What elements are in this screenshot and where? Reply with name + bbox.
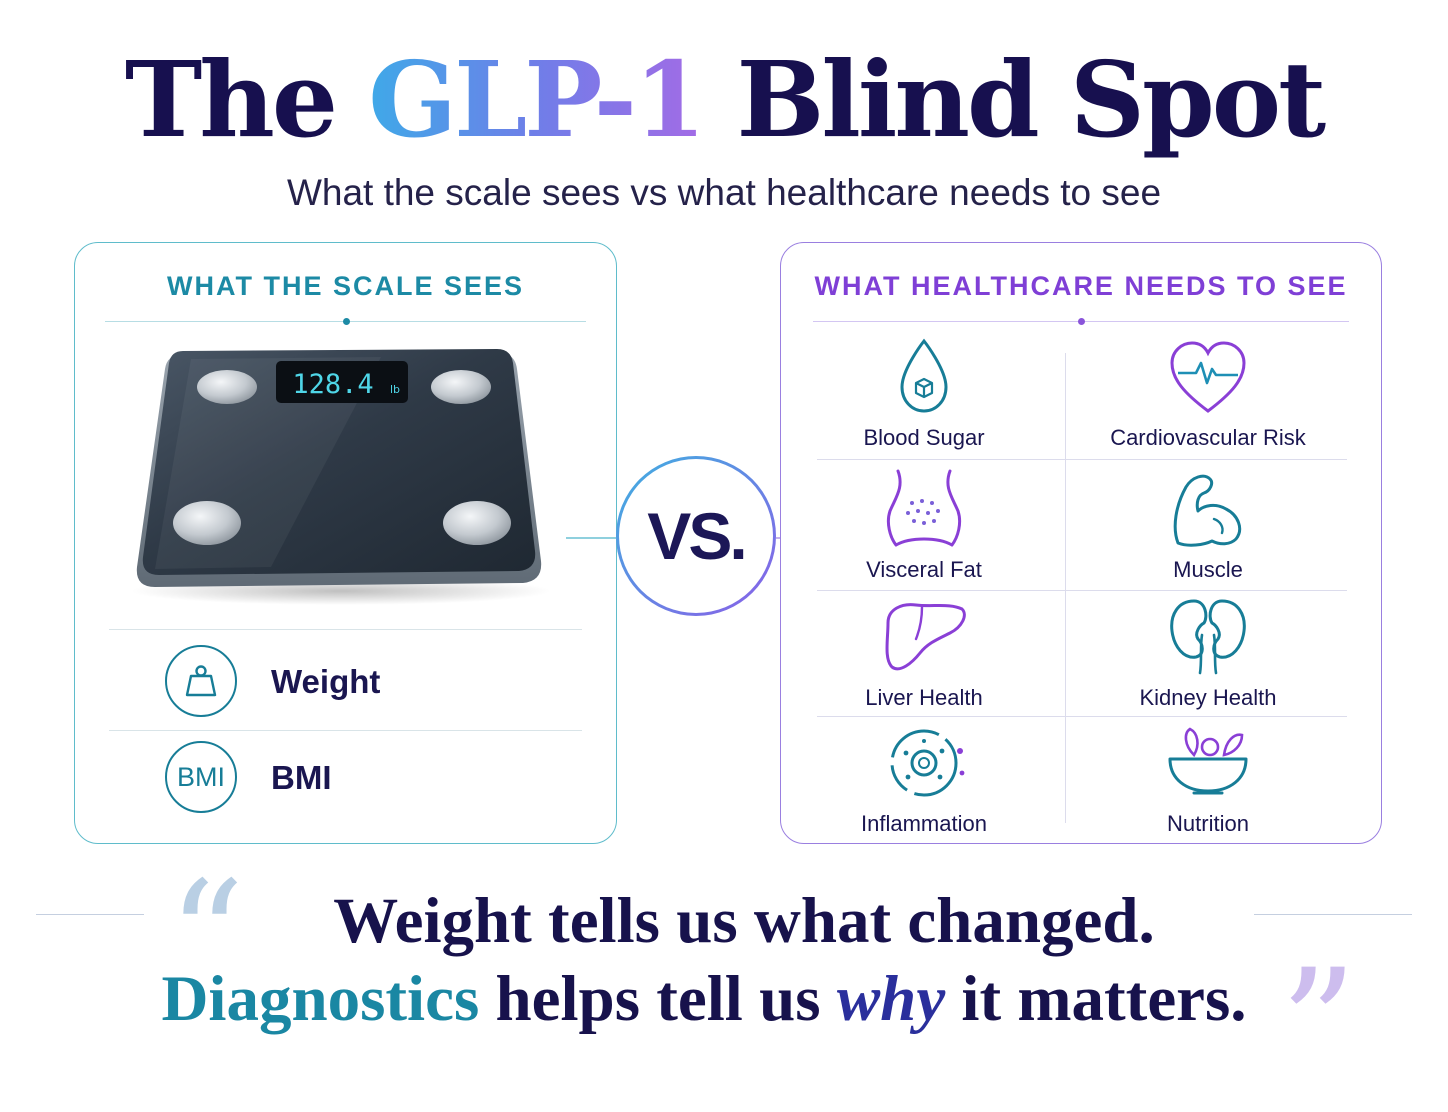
metric-divider — [109, 730, 582, 731]
item-inflammation: Inflammation — [799, 721, 1049, 845]
item-label: Muscle — [1173, 557, 1243, 582]
quote-text: helps tell us — [479, 963, 837, 1035]
item-label: Cardiovascular Risk — [1110, 425, 1306, 450]
quote-why: why — [836, 963, 946, 1035]
inflammation-cell-icon — [890, 729, 965, 797]
item-cardiovascular-risk: Cardiovascular Risk — [1083, 335, 1333, 459]
item-muscle: Muscle — [1083, 467, 1333, 591]
healthcare-panel: WHAT HEALTHCARE NEEDS TO SEE Blood Sugar… — [780, 242, 1382, 844]
blood-drop-icon — [900, 338, 948, 413]
scale-readout: 128.4 — [292, 369, 373, 400]
torso-icon — [886, 469, 962, 547]
title-post: Blind Spot — [703, 38, 1326, 161]
item-label: Visceral Fat — [866, 557, 982, 582]
scale-panel-heading: WHAT THE SCALE SEES — [166, 271, 525, 301]
bathroom-scale-illustration: 128.4 lb — [131, 347, 551, 607]
grid-divider — [817, 716, 1347, 717]
open-quote-icon: “ — [168, 850, 245, 1024]
kidneys-icon — [1170, 599, 1246, 675]
quote-rule-right — [1254, 914, 1412, 915]
item-label: Inflammation — [861, 811, 987, 836]
item-liver-health: Liver Health — [799, 595, 1049, 719]
quote-rule-left — [36, 914, 144, 915]
title-accent: GLP-1 — [368, 38, 706, 161]
weight-icon — [165, 645, 237, 717]
heading-divider — [105, 318, 586, 325]
close-quote-icon: ” — [1280, 938, 1357, 1112]
title-pre: The — [124, 38, 369, 161]
quote-diagnostics: Diagnostics — [161, 963, 480, 1035]
item-label: Nutrition — [1167, 811, 1249, 836]
scale-unit: lb — [390, 383, 400, 396]
healthcare-panel-heading: WHAT HEALTHCARE NEEDS TO SEE — [814, 271, 1348, 301]
salad-bowl-icon — [1168, 727, 1248, 795]
heading-divider — [813, 318, 1349, 325]
item-label: Blood Sugar — [863, 425, 985, 450]
item-blood-sugar: Blood Sugar — [799, 335, 1049, 459]
item-label: Kidney Health — [1139, 685, 1277, 710]
item-nutrition: Nutrition — [1083, 721, 1333, 845]
metric-divider — [109, 629, 582, 630]
grid-divider — [817, 459, 1347, 460]
metric-bmi-label: BMI — [271, 759, 332, 796]
grid-divider-vertical — [1065, 353, 1066, 823]
page-subtitle: What the scale sees vs what healthcare n… — [286, 172, 1162, 213]
quote-line-2: Diagnostics helps tell us why it matters… — [0, 962, 1448, 1037]
page-title: The GLP-1 Blind Spot — [0, 38, 1448, 163]
item-kidney-health: Kidney Health — [1083, 595, 1333, 719]
vs-badge: VS. — [616, 456, 776, 616]
quote-line-1: Weight tells us what changed. — [333, 885, 1155, 957]
vs-label: VS. — [619, 459, 773, 613]
vs-connector-left — [566, 537, 618, 539]
item-visceral-fat: Visceral Fat — [799, 467, 1049, 591]
item-label: Liver Health — [865, 685, 983, 710]
grid-divider — [817, 590, 1347, 591]
liver-icon — [885, 603, 966, 671]
metric-weight-label: Weight — [271, 663, 381, 700]
heart-pulse-icon — [1170, 341, 1246, 413]
quote-text-end: it matters. — [945, 963, 1247, 1035]
flexed-arm-icon — [1173, 474, 1242, 547]
scale-panel: WHAT THE SCALE SEES — [74, 242, 617, 844]
bmi-icon: BMI — [165, 741, 237, 813]
